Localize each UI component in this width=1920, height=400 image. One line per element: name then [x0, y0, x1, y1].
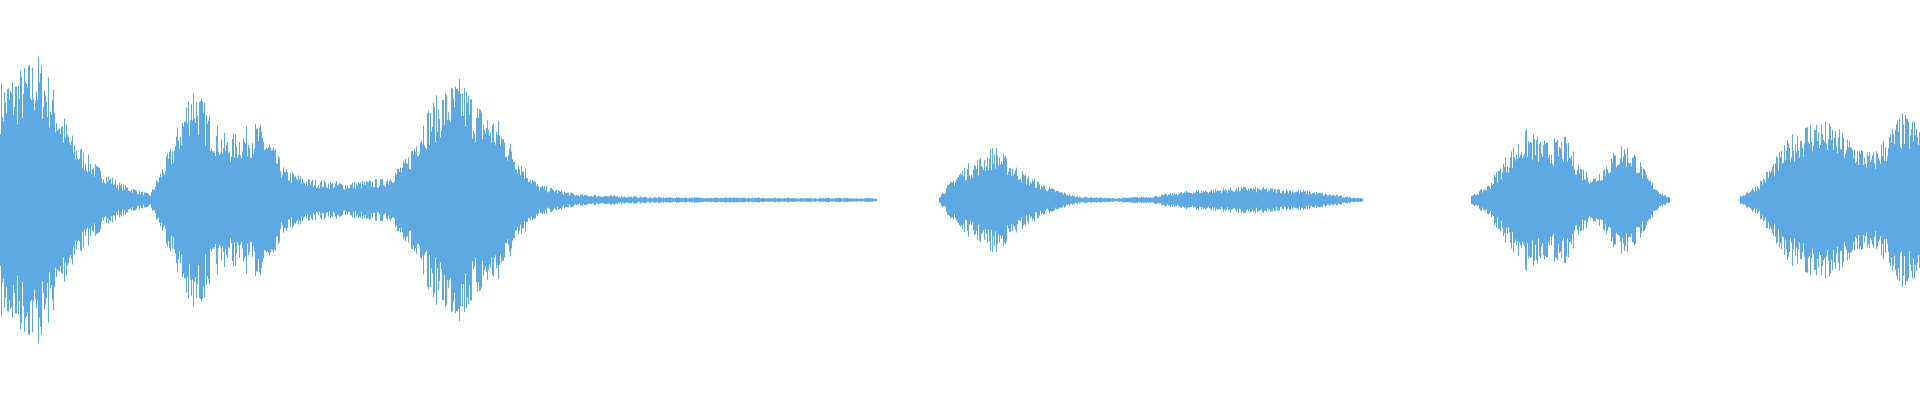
waveform-channel — [0, 56, 1920, 344]
waveform-segment-1 — [0, 56, 877, 344]
waveform-segment-3 — [1471, 129, 1670, 271]
waveform-segment-2 — [939, 148, 1363, 252]
waveform-segment-4 — [1740, 113, 1920, 287]
